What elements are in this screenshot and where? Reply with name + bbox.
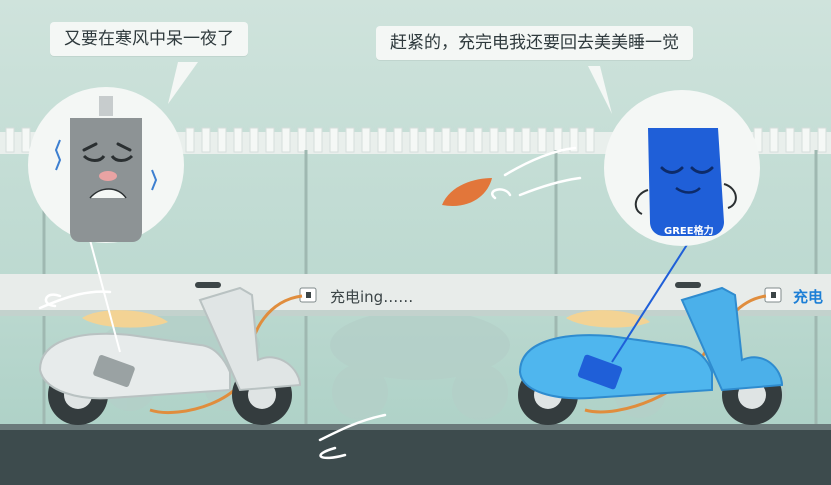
speech-bubble-grey-charger: 又要在寒风中呆一夜了: [50, 22, 248, 56]
grey-charger-character: [54, 96, 158, 242]
leaf-icon: [442, 178, 492, 206]
gree-brand-logo: GREE格力: [664, 226, 714, 237]
grey-scooter: [38, 282, 302, 425]
blue-scooter: [518, 282, 784, 425]
wind-swirls: [38, 146, 582, 460]
charging-status-label-right: 充电: [793, 288, 824, 306]
charging-status-label-left: 充电ing……: [330, 288, 414, 306]
speech-bubble-blue-charger: 赶紧的，充完电我还要回去美美睡一觉: [376, 26, 693, 60]
ground: [0, 428, 831, 485]
blue-charger-character: [634, 128, 737, 236]
